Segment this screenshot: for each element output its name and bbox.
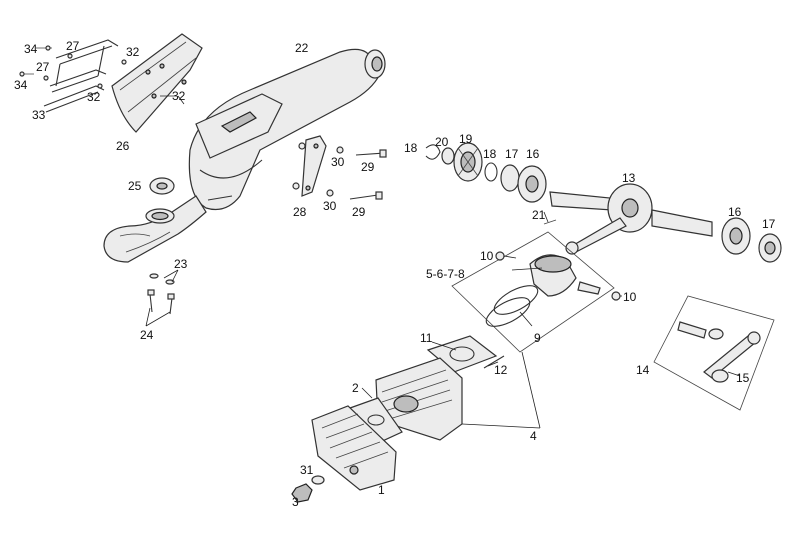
crankshaft	[543, 183, 713, 255]
callout-28: 28	[293, 205, 307, 219]
leader-lines	[145, 95, 741, 429]
callout-30: 30	[323, 199, 337, 213]
clutch-side-parts	[425, 142, 547, 203]
callout-17: 17	[762, 217, 776, 231]
conrod-kit	[653, 295, 775, 411]
mounting-bracket	[301, 135, 327, 197]
crankshaft-bearings-right	[721, 217, 782, 263]
callout-17: 17	[505, 147, 519, 161]
callout-29: 29	[361, 160, 375, 174]
callout-34: 34	[24, 42, 38, 56]
callout-16: 16	[526, 147, 540, 161]
callout-18: 18	[483, 147, 497, 161]
callout-19: 19	[459, 132, 473, 146]
callout-32: 32	[172, 89, 186, 103]
callout-27: 27	[66, 39, 80, 53]
callout-32: 32	[126, 45, 140, 59]
callout-31: 31	[300, 463, 314, 477]
callout-10: 10	[480, 249, 494, 263]
callout-1: 1	[378, 483, 385, 497]
screws-23-24	[147, 273, 175, 315]
callout-24: 24	[140, 328, 154, 342]
cylinder-head	[311, 405, 397, 491]
callout-2: 2	[352, 381, 359, 395]
callout-33: 33	[32, 108, 46, 122]
callout-15: 15	[736, 371, 750, 385]
callout-27: 27	[36, 60, 50, 74]
callout-16: 16	[728, 205, 742, 219]
exhaust-gasket	[149, 177, 175, 195]
callout-32: 32	[87, 90, 101, 104]
exhaust-silencer	[188, 48, 386, 211]
callout-26: 26	[116, 139, 130, 153]
callout-11: 11	[420, 331, 433, 345]
exhaust-pipe	[103, 195, 207, 263]
callout-10: 10	[623, 290, 637, 304]
piston-kit	[451, 231, 621, 353]
callout-5-6-7-8: 5-6-7-8	[426, 267, 465, 281]
callout-30: 30	[331, 155, 345, 169]
callout-22: 22	[295, 41, 309, 55]
heat-shield	[111, 33, 203, 133]
callout-25: 25	[128, 179, 142, 193]
callout-21: 21	[532, 208, 546, 222]
callout-13: 13	[622, 171, 636, 185]
callout-20: 20	[435, 135, 449, 149]
callout-34: 34	[14, 78, 28, 92]
callout-4: 4	[530, 429, 537, 443]
callout-12: 12	[494, 363, 508, 377]
callout-3: 3	[292, 495, 299, 509]
callout-14: 14	[636, 363, 650, 377]
callout-29: 29	[352, 205, 366, 219]
callout-labels: 34 27 32 22 27 34 32 32 33 26 18 20 19 1…	[14, 39, 776, 509]
callout-23: 23	[174, 257, 188, 271]
callout-18: 18	[404, 141, 418, 155]
callout-9: 9	[534, 331, 541, 345]
heat-shield-brackets	[19, 39, 127, 113]
nut-washer	[291, 475, 325, 503]
bolts	[326, 146, 387, 200]
